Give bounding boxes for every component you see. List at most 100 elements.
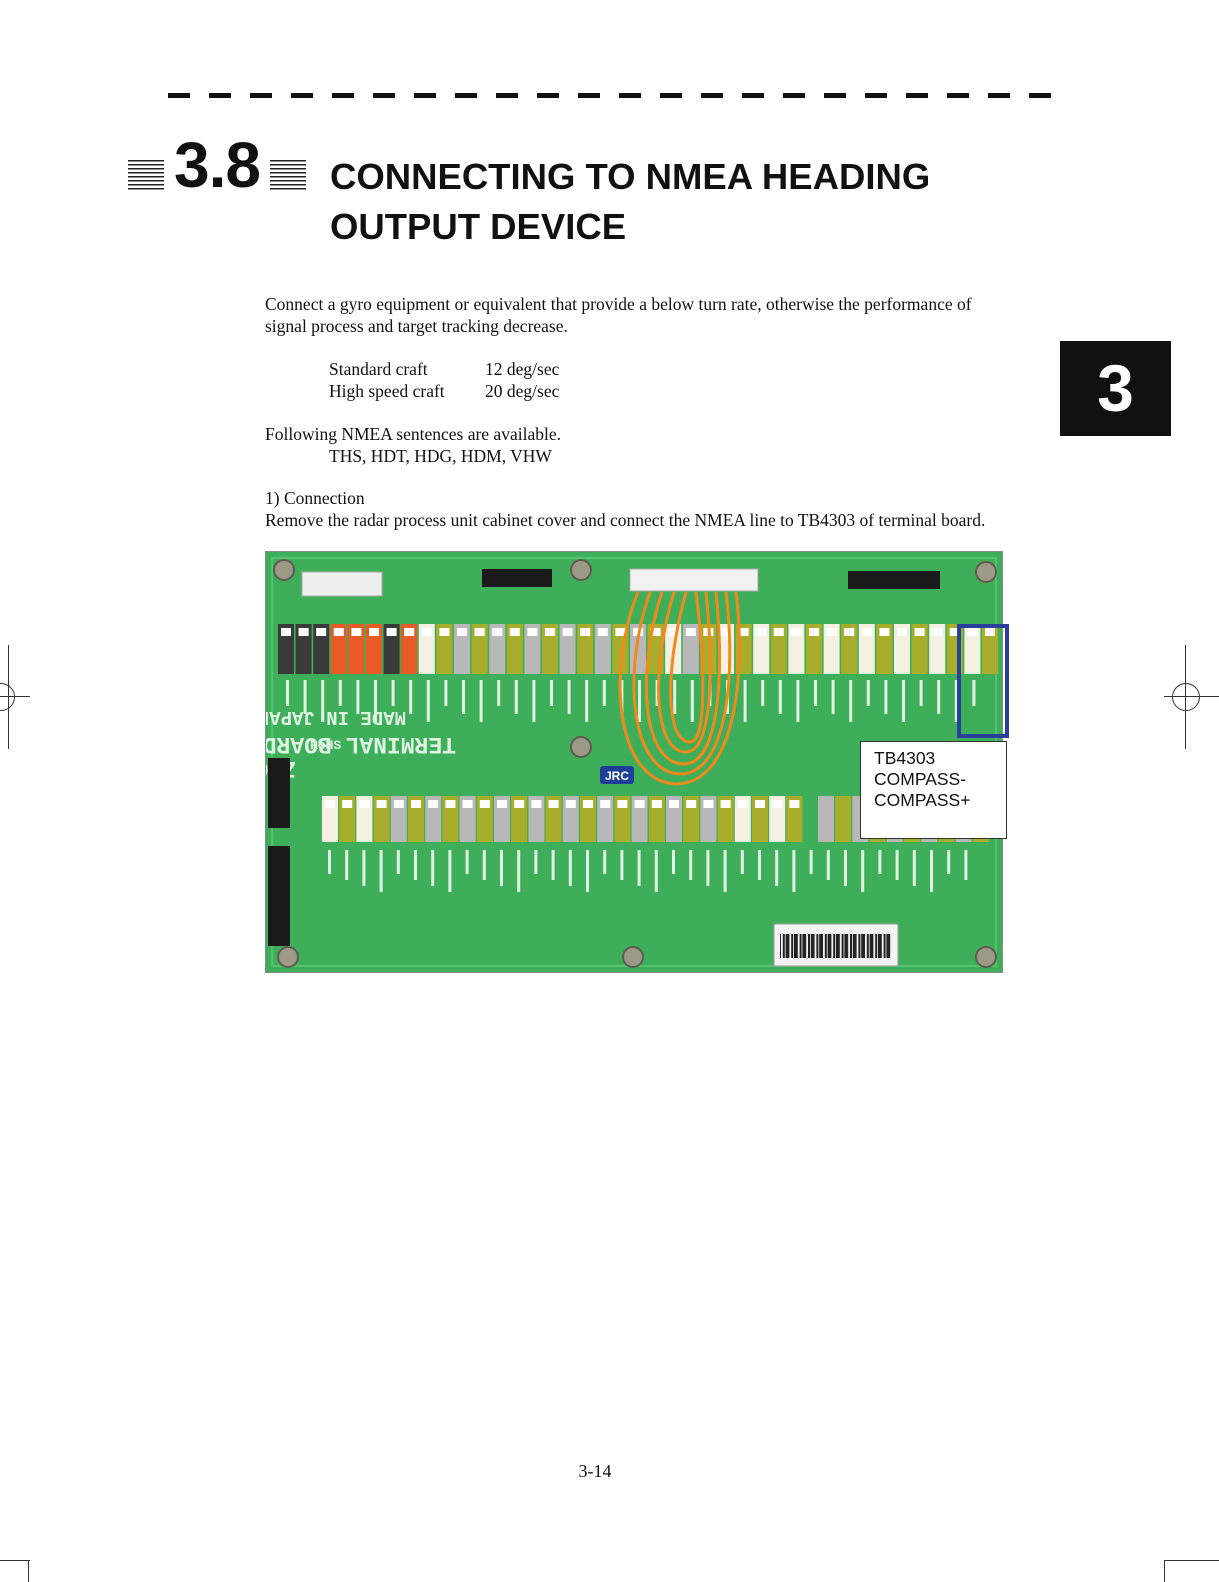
top-terminal-label-mark xyxy=(409,680,413,714)
top-terminal-block xyxy=(506,624,523,674)
barcode-bar xyxy=(791,934,794,958)
side-connector-1 xyxy=(268,758,290,828)
bottom-terminal-label-mark xyxy=(740,850,744,874)
barcode-bar xyxy=(875,934,878,958)
bottom-terminal-lever xyxy=(617,800,628,808)
barcode-bar xyxy=(827,934,831,958)
top-terminal-block xyxy=(753,624,770,674)
top-terminal-block xyxy=(982,624,998,674)
header-connector-1 xyxy=(482,569,552,587)
silkscreen-board-name: TERMINAL BOARD xyxy=(266,731,456,757)
bottom-terminal-lever xyxy=(428,800,439,808)
top-terminal-lever xyxy=(826,628,837,636)
top-terminal-block xyxy=(682,624,699,674)
bottom-terminal-block xyxy=(818,796,834,842)
step-text: Remove the radar process unit cabinet co… xyxy=(265,510,986,530)
barcode-bar xyxy=(886,934,890,958)
rate-craft-standard: Standard craft xyxy=(329,359,428,379)
barcode-bar xyxy=(864,934,865,958)
trim-mark-bottom-right-h xyxy=(1164,1560,1219,1561)
top-terminal-block xyxy=(295,624,312,674)
top-terminal-block xyxy=(524,624,541,674)
bottom-terminal-label-mark xyxy=(792,850,796,892)
barcode-bar xyxy=(850,934,852,958)
bottom-terminal-label-mark xyxy=(930,850,933,892)
bottom-terminal-label-mark xyxy=(758,850,761,880)
top-terminal-lever xyxy=(316,628,327,636)
bottom-terminal-lever xyxy=(583,800,593,808)
top-terminal-block xyxy=(700,624,717,674)
barcode-bar xyxy=(844,934,848,958)
bottom-terminal-lever xyxy=(565,800,576,808)
top-terminal-lever xyxy=(562,628,573,636)
top-terminal-lever xyxy=(615,628,626,636)
bottom-terminal-lever xyxy=(445,800,456,808)
harness-connector xyxy=(629,568,759,592)
bottom-terminal-lever xyxy=(600,800,611,808)
section-title: CONNECTING TO NMEA HEADING OUTPUT DEVICE xyxy=(330,152,1050,252)
barcode-bar xyxy=(872,934,874,958)
top-terminal-label-mark xyxy=(972,680,976,706)
top-terminal-lever xyxy=(932,628,943,636)
barcode-bar xyxy=(782,934,785,958)
top-terminal-label-mark xyxy=(567,680,571,714)
bottom-terminal-label-mark xyxy=(517,850,521,892)
top-terminal-lever xyxy=(897,628,907,636)
barcode-bar xyxy=(808,934,810,958)
top-terminal-block xyxy=(418,624,435,674)
bottom-terminal-label-mark xyxy=(844,850,847,886)
bottom-terminal-label-mark xyxy=(878,850,882,874)
top-terminal-label-mark xyxy=(462,680,465,714)
bottom-terminal-lever xyxy=(651,800,662,808)
jrc-logo: JRC xyxy=(605,769,629,783)
barcode-bar xyxy=(889,934,891,958)
top-terminal-label-mark xyxy=(356,680,360,714)
top-terminal-block xyxy=(929,624,946,674)
bottom-terminal-lever xyxy=(789,800,800,808)
top-terminal-block xyxy=(858,624,875,674)
trim-mark-bottom-left-h xyxy=(0,1560,30,1561)
top-terminal-label-mark xyxy=(831,680,835,714)
top-terminal-label-mark xyxy=(479,680,483,722)
registration-mark-right xyxy=(1164,645,1219,749)
top-terminal-lever xyxy=(721,628,731,636)
header-connector-2 xyxy=(848,571,940,589)
silkscreen-made-in: MADE IN JAPAN xyxy=(266,706,406,728)
top-terminal-block xyxy=(454,624,470,674)
barcode-bar xyxy=(858,934,861,958)
top-terminal-lever xyxy=(545,628,555,636)
top-terminal-label-mark xyxy=(849,680,853,722)
top-terminal-label-mark xyxy=(937,680,941,714)
top-terminal-label-mark xyxy=(444,680,448,706)
top-terminal-block xyxy=(964,624,981,674)
top-terminal-label-mark xyxy=(426,680,430,722)
callout-line-3: COMPASS+ xyxy=(874,790,971,810)
barcode-bar xyxy=(847,934,849,958)
top-terminal-label-mark xyxy=(532,680,536,722)
top-terminal-label-mark xyxy=(919,680,923,706)
bottom-terminal-label-mark xyxy=(345,850,349,880)
top-terminal-label-mark xyxy=(778,680,782,714)
nmea-sentence-list: THS, HDT, HDG, HDM, VHW xyxy=(329,446,552,466)
top-terminal-lever xyxy=(386,628,397,636)
top-terminal-lever xyxy=(527,628,538,636)
barcode-bar xyxy=(878,934,881,958)
bottom-terminal-lever xyxy=(514,800,525,808)
chapter-tab: 3 xyxy=(1060,341,1171,436)
bottom-terminal-label-mark xyxy=(465,850,469,874)
registration-mark-left xyxy=(0,645,30,749)
barcode-bar xyxy=(836,934,839,958)
bottom-terminal-lever xyxy=(669,800,679,808)
bottom-terminal-block xyxy=(835,796,852,842)
bottom-terminal-label-mark xyxy=(706,850,710,886)
top-terminal-label-mark xyxy=(620,680,624,714)
top-terminal-block xyxy=(876,624,893,674)
barcode-bar xyxy=(852,934,856,958)
bottom-terminal-label-mark xyxy=(396,850,400,874)
top-terminal-label-mark xyxy=(954,680,958,722)
barcode-bar xyxy=(810,934,814,958)
bottom-terminal-lever xyxy=(325,800,335,808)
barcode-bar xyxy=(813,934,815,958)
top-terminal-lever xyxy=(668,628,679,636)
top-terminal-lever xyxy=(879,628,890,636)
